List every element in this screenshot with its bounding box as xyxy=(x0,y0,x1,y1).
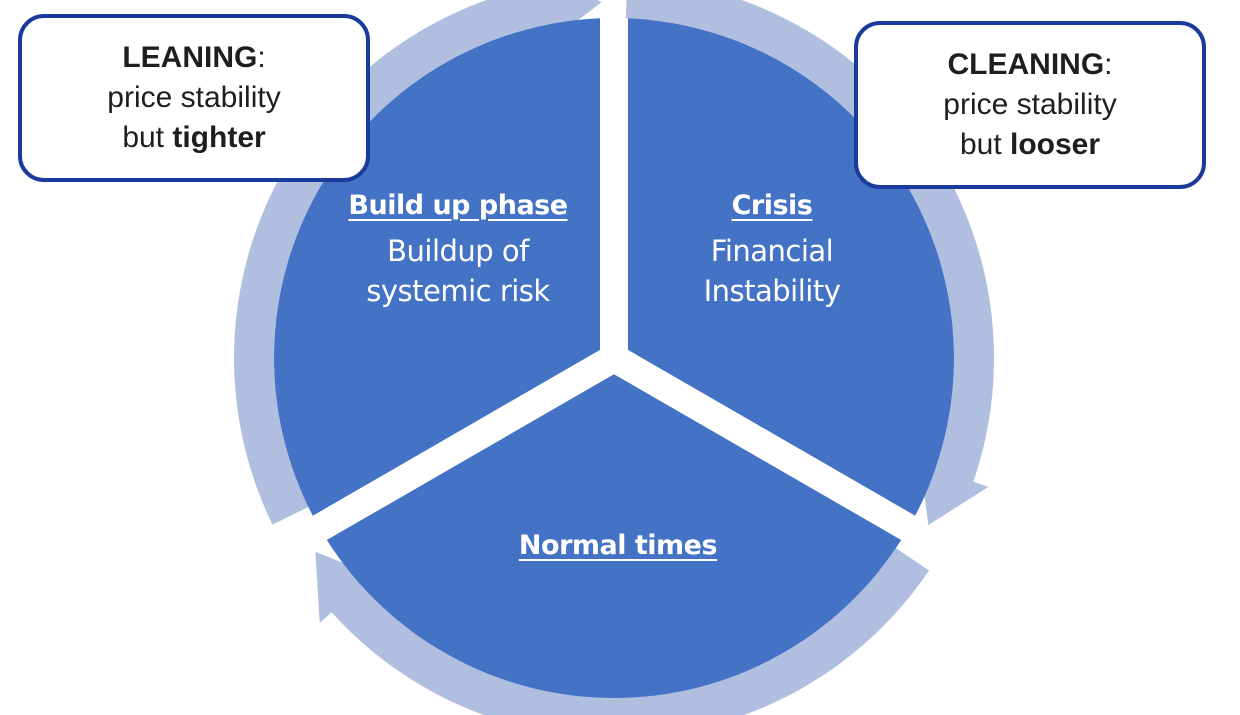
phase-build-up-line2: systemic risk xyxy=(366,274,550,308)
callout-leaning-colon: : xyxy=(257,41,266,74)
callout-leaning-line2: price stability xyxy=(107,81,281,114)
phase-build-up-line1: Buildup of xyxy=(387,234,529,268)
callout-cleaning-line3: but looser xyxy=(858,125,1202,165)
segment-normal-times xyxy=(326,374,902,699)
callout-leaning-line3-prefix: but xyxy=(122,121,173,154)
phase-build-up-title: Build up phase xyxy=(348,190,568,221)
phase-build-up-description: Buildup of systemic risk xyxy=(318,231,598,312)
callout-cleaning: CLEANING: price stability but looser xyxy=(854,21,1206,189)
phase-build-up: Build up phase Buildup of systemic risk xyxy=(318,190,598,312)
callout-cleaning-colon: : xyxy=(1104,48,1113,81)
callout-leaning-line3: but tighter xyxy=(22,118,366,158)
phase-crisis-line2: Instability xyxy=(703,274,841,308)
callout-leaning-line3-bold: tighter xyxy=(172,121,266,154)
phase-crisis-description: Financial Instability xyxy=(642,231,902,312)
callout-leaning: LEANING: price stability but tighter xyxy=(18,14,370,182)
cycle-segments xyxy=(274,18,954,699)
callout-cleaning-heading-text: CLEANING xyxy=(947,48,1105,81)
callout-cleaning-heading: CLEANING: xyxy=(858,45,1202,85)
callout-leaning-heading: LEANING: xyxy=(22,38,366,78)
phase-normal-times-title: Normal times xyxy=(518,530,718,561)
callout-cleaning-line3-bold: looser xyxy=(1010,128,1101,161)
phase-crisis-title: Crisis xyxy=(731,190,813,221)
callout-leaning-heading-text: LEANING xyxy=(122,41,258,74)
callout-cleaning-line2: price stability xyxy=(943,88,1117,121)
phase-normal-times: Normal times xyxy=(458,530,778,561)
phase-crisis-line1: Financial xyxy=(710,234,834,268)
phase-crisis: Crisis Financial Instability xyxy=(642,190,902,312)
arrow-normal-to-build-up xyxy=(315,548,929,715)
callout-cleaning-line3-prefix: but xyxy=(959,128,1010,161)
